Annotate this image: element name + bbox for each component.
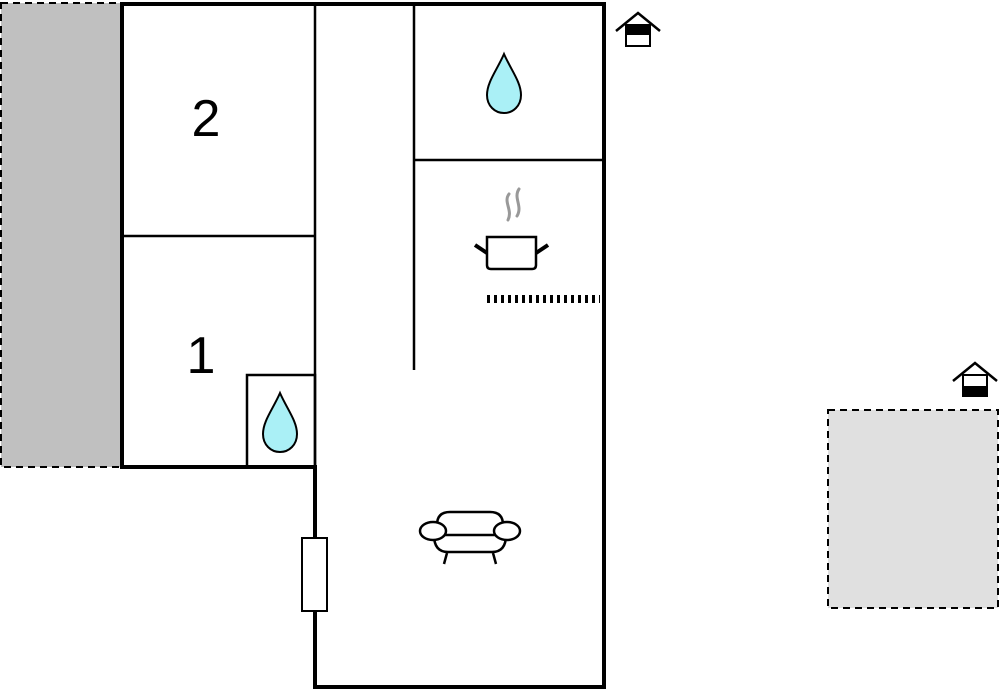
room-label-1: 1 xyxy=(187,327,216,385)
room-label-2: 2 xyxy=(192,90,221,148)
water-drop-icon xyxy=(261,390,299,454)
cooking-pot-icon xyxy=(473,187,550,271)
house-icon xyxy=(615,11,661,47)
entrance-door xyxy=(301,537,328,612)
terrace-right xyxy=(827,409,999,609)
inner-walls xyxy=(122,4,604,469)
sofa-icon xyxy=(418,510,522,565)
terrace-left xyxy=(0,2,123,468)
house-icon xyxy=(952,361,998,397)
water-drop-icon xyxy=(485,51,523,115)
